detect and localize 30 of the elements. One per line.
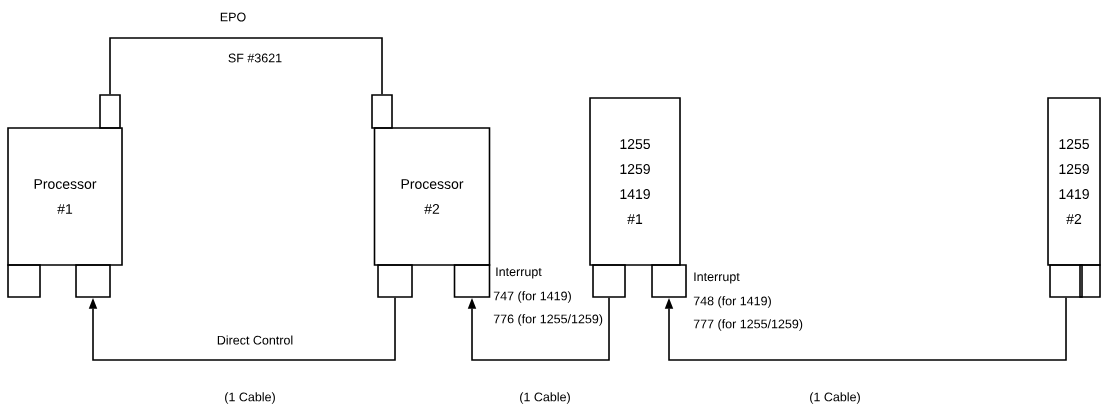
note-label: (1 Cable)	[810, 392, 860, 404]
note-label: SF #3621	[228, 53, 282, 63]
edge-label: Interrupt	[692, 271, 741, 285]
edge-label: EPO	[218, 11, 248, 23]
cable-line	[467, 297, 610, 361]
connector-box	[1049, 264, 1083, 298]
connector-box	[99, 94, 121, 129]
cabinet-box: 1255 1259 1419 #2	[1047, 97, 1101, 266]
cable-line	[88, 297, 396, 361]
edge-label: Interrupt	[494, 266, 543, 280]
connector-box	[7, 264, 41, 298]
note-label: 776 (for 1255/1259)	[493, 314, 603, 326]
connector-box	[1079, 264, 1101, 298]
connector-box	[651, 264, 687, 298]
cable-line	[109, 37, 383, 95]
cabinet-box: Processor #2	[373, 127, 491, 266]
edge-label: Direct Control	[215, 334, 295, 346]
cabinet-box: 1255 1259 1419 #1	[589, 97, 681, 266]
connector-box	[75, 264, 111, 298]
connector-box	[377, 264, 413, 298]
cable-line	[664, 297, 1067, 361]
note-label: (1 Cable)	[225, 392, 275, 404]
connector-box	[592, 264, 626, 298]
connector-box	[453, 264, 491, 298]
connector-box	[371, 94, 393, 129]
note-label: 748 (for 1419)	[693, 296, 771, 308]
note-label: 777 (for 1255/1259)	[693, 319, 803, 331]
note-label: (1 Cable)	[520, 392, 570, 404]
cabinet-box: Processor #1	[7, 127, 123, 266]
note-label: 747 (for 1419)	[493, 291, 571, 303]
